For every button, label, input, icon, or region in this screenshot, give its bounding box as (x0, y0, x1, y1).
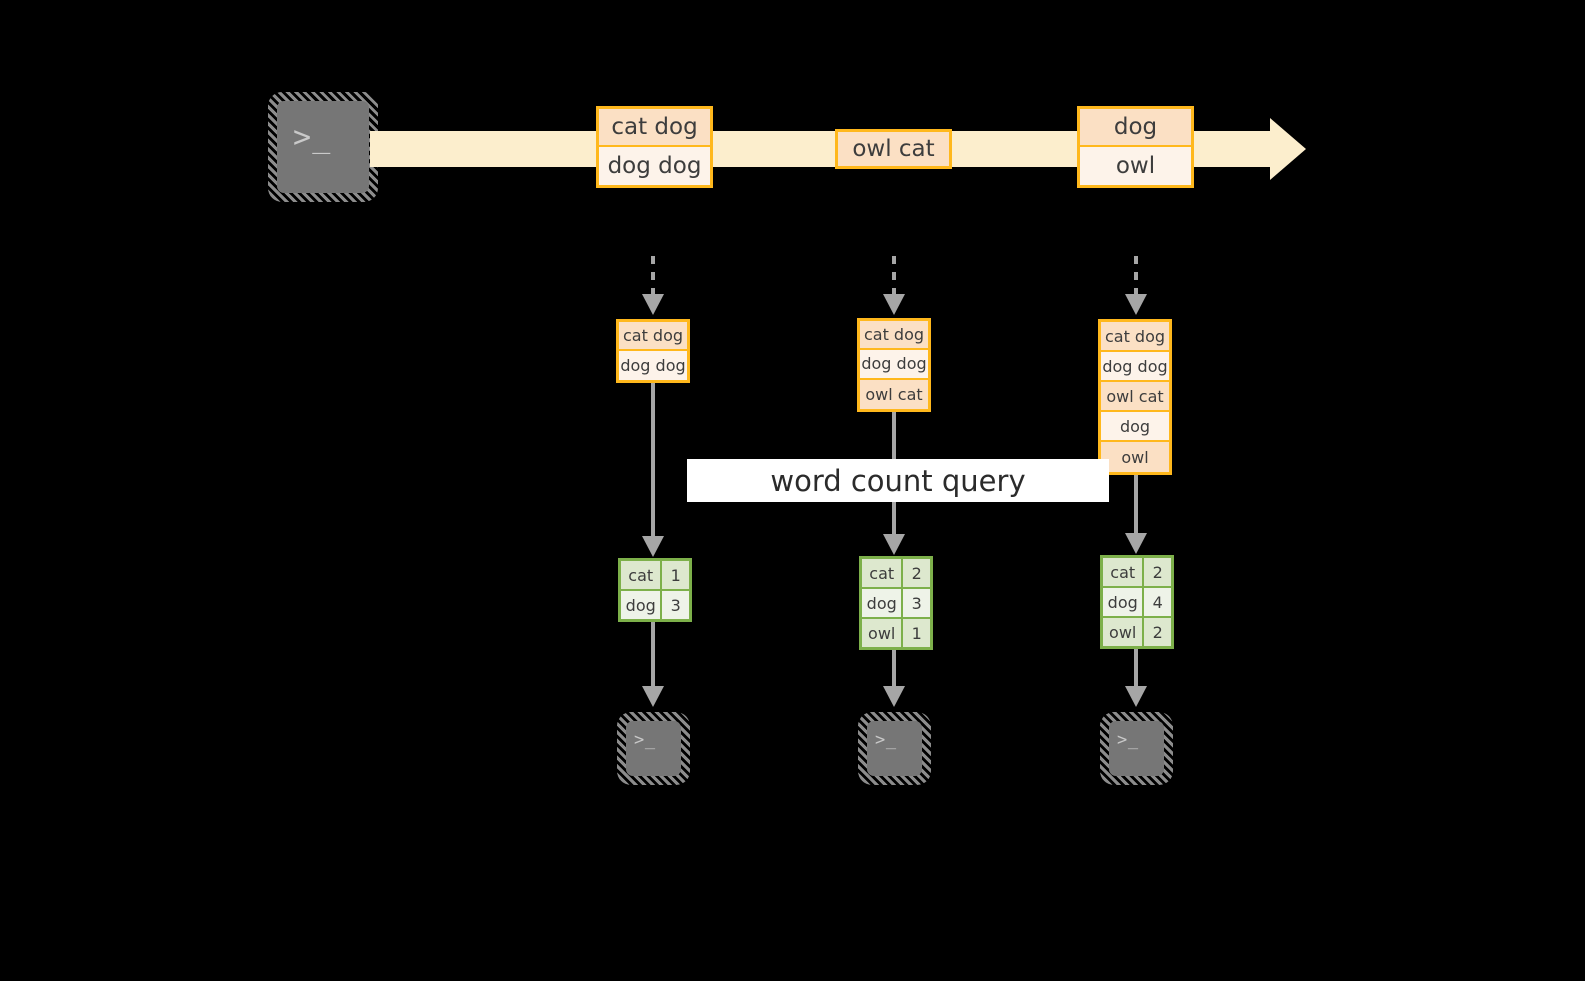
result-row: cat 2 (862, 559, 930, 589)
sink-terminal-icon-2: >_ (858, 712, 931, 785)
buffer-row: owl (1101, 442, 1169, 472)
buffer-row: cat dog (1101, 322, 1169, 352)
stream-event-line: owl (1080, 147, 1191, 185)
result-to-sink-arrowhead-3 (1125, 686, 1147, 707)
stream-event-group-3: dog owl (1077, 106, 1194, 188)
terminal-body (277, 101, 369, 193)
result-to-sink-line-2 (892, 650, 896, 690)
stream-event-group-2: owl cat (835, 129, 952, 169)
result-row: cat 2 (1103, 558, 1171, 588)
result-table-1: cat 1 dog 3 (618, 558, 692, 622)
result-count: 2 (1144, 558, 1171, 586)
stream-to-buffer-arrowhead-2 (883, 294, 905, 315)
buffer-row: dog dog (1101, 352, 1169, 382)
result-row: dog 4 (1103, 588, 1171, 618)
buffer-row: owl cat (860, 379, 928, 409)
buffer-row: dog dog (619, 351, 687, 380)
result-count: 1 (662, 561, 689, 589)
result-word: cat (621, 561, 663, 589)
result-word: cat (862, 559, 904, 587)
buffer-to-result-arrowhead-2 (883, 534, 905, 555)
buffer-box-1: cat dog dog dog (616, 319, 690, 383)
stream-event-line: dog dog (599, 147, 710, 185)
result-row: cat 1 (621, 561, 689, 591)
result-count: 3 (903, 589, 930, 617)
result-word: dog (621, 591, 663, 619)
result-to-sink-line-1 (651, 622, 655, 690)
buffer-to-result-line-3 (1134, 475, 1138, 537)
stream-to-buffer-line-3 (1134, 256, 1138, 298)
terminal-body (626, 721, 681, 776)
result-count: 2 (903, 559, 930, 587)
result-row: owl 2 (1103, 618, 1171, 646)
stream-event-group-1: cat dog dog dog (596, 106, 713, 188)
result-table-3: cat 2 dog 4 owl 2 (1100, 555, 1174, 649)
query-label: word count query (687, 459, 1109, 502)
sink-terminal-icon-3: >_ (1100, 712, 1173, 785)
result-row: dog 3 (862, 589, 930, 619)
result-count: 3 (662, 591, 689, 619)
result-to-sink-arrowhead-2 (883, 686, 905, 707)
terminal-prompt-glyph: >_ (875, 730, 897, 750)
terminal-body (1109, 721, 1164, 776)
buffer-box-2: cat dog dog dog owl cat (857, 318, 931, 412)
result-table-2: cat 2 dog 3 owl 1 (859, 556, 933, 650)
stream-event-line: cat dog (599, 109, 710, 147)
buffer-to-result-arrowhead-1 (642, 536, 664, 557)
stream-arrow-head (1270, 118, 1306, 180)
terminal-prompt-glyph: >_ (1117, 730, 1139, 750)
stream-event-line: owl cat (838, 132, 949, 166)
stream-to-buffer-line-2 (892, 256, 896, 298)
stream-to-buffer-arrowhead-1 (642, 294, 664, 315)
result-word: owl (862, 619, 904, 647)
result-to-sink-line-3 (1134, 649, 1138, 690)
buffer-box-3: cat dog dog dog owl cat dog owl (1098, 319, 1172, 475)
buffer-row: dog dog (860, 350, 928, 380)
sink-terminal-icon-1: >_ (617, 712, 690, 785)
stream-to-buffer-line-1 (651, 256, 655, 298)
result-word: cat (1103, 558, 1145, 586)
buffer-to-result-line-1 (651, 383, 655, 540)
result-count: 4 (1144, 588, 1171, 616)
result-row: dog 3 (621, 591, 689, 619)
result-word: owl (1103, 618, 1145, 646)
terminal-prompt-glyph: >_ (293, 120, 332, 155)
result-count: 1 (903, 619, 930, 647)
terminal-prompt-glyph: >_ (634, 730, 656, 750)
source-terminal-icon: >_ (268, 92, 378, 202)
stream-event-line: dog (1080, 109, 1191, 147)
buffer-to-result-arrowhead-3 (1125, 533, 1147, 554)
buffer-row: owl cat (1101, 382, 1169, 412)
buffer-row: cat dog (860, 321, 928, 351)
result-row: owl 1 (862, 619, 930, 647)
stream-to-buffer-arrowhead-3 (1125, 294, 1147, 315)
result-count: 2 (1144, 618, 1171, 646)
result-word: dog (1103, 588, 1145, 616)
buffer-row: cat dog (619, 322, 687, 351)
terminal-body (867, 721, 922, 776)
result-word: dog (862, 589, 904, 617)
result-to-sink-arrowhead-1 (642, 686, 664, 707)
buffer-row: dog (1101, 412, 1169, 442)
